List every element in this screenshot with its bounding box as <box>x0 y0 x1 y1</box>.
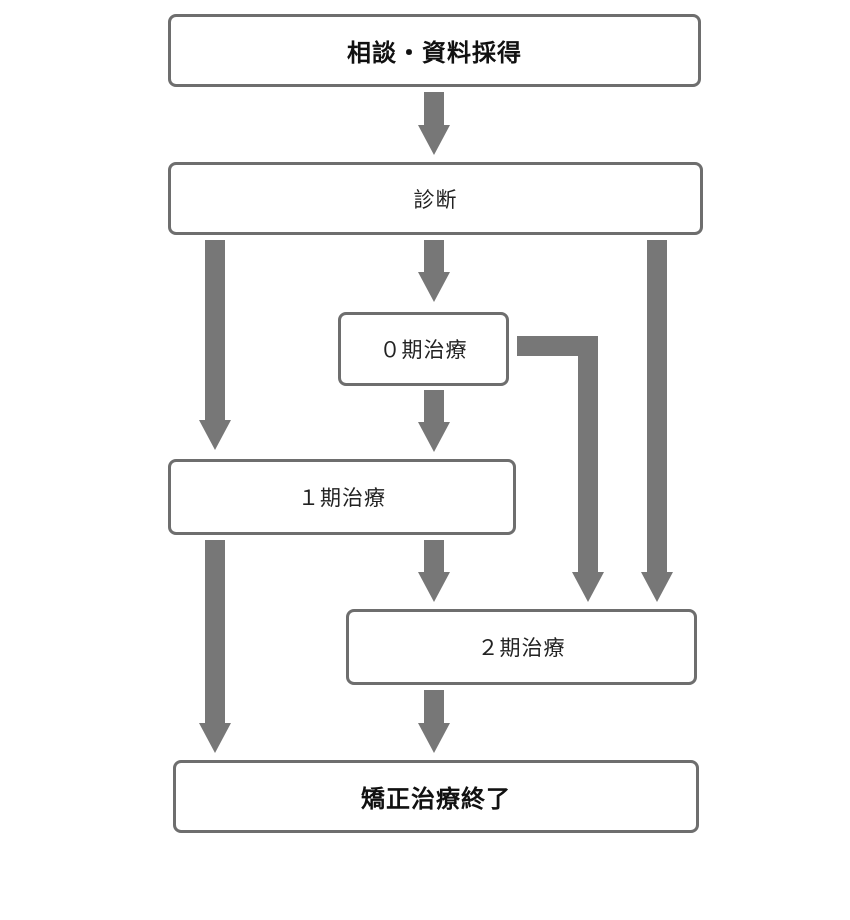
arrow-diagnosis-to-phase1 <box>199 240 231 450</box>
arrow-diagnosis-to-phase2 <box>641 240 673 602</box>
arrow-consultation-to-diagnosis <box>418 92 450 155</box>
consultation-box: 相談・資料採得 <box>168 14 701 87</box>
phase2-label: ２期治療 <box>477 636 566 660</box>
arrow-phase2-to-end <box>418 690 450 753</box>
phase2-box: ２期治療 <box>346 609 697 685</box>
arrow-phase1-to-end <box>199 540 231 753</box>
consultation-label: 相談・資料採得 <box>347 39 522 67</box>
diagnosis-label: 診断 <box>413 187 458 212</box>
treatment-end-box: 矯正治療終了 <box>173 760 699 833</box>
arrow-phase1-to-phase2 <box>418 540 450 602</box>
phase1-box: １期治療 <box>168 459 516 535</box>
arrow-phase0-to-phase2 <box>517 336 604 602</box>
phase0-label: ０期治療 <box>379 338 468 362</box>
diagnosis-box: 診断 <box>168 162 703 235</box>
arrow-phase0-to-phase1 <box>418 390 450 452</box>
arrow-diagnosis-to-phase0 <box>418 240 450 302</box>
treatment-end-label: 矯正治療終了 <box>361 785 511 813</box>
phase1-label: １期治療 <box>298 486 386 510</box>
phase0-box: ０期治療 <box>338 312 509 386</box>
